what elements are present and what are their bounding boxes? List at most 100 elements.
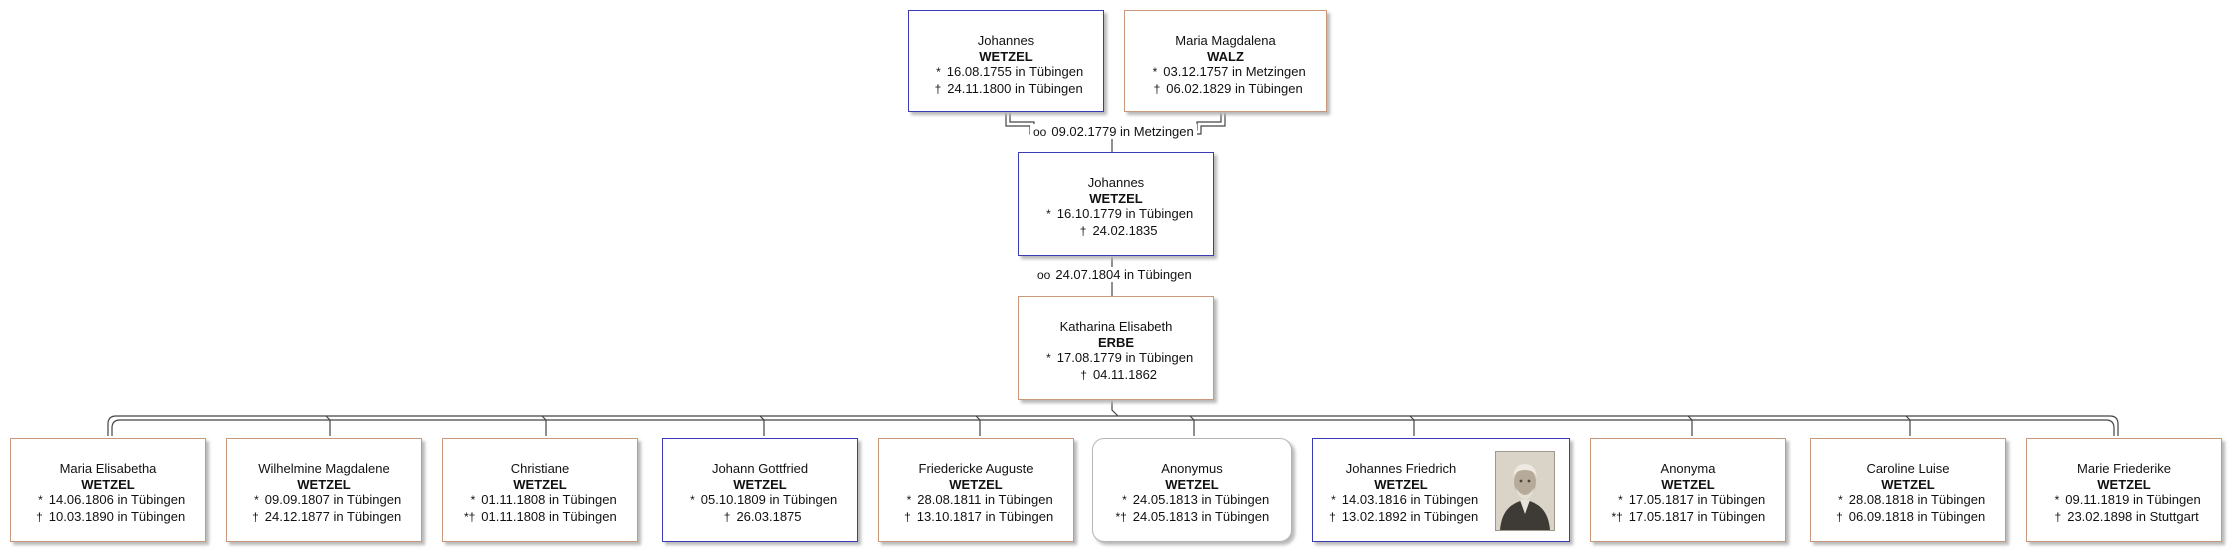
death-date: 17.05.1817 in Tübingen xyxy=(1628,508,1766,524)
death-icon: † xyxy=(1836,509,1843,524)
death-icon: † xyxy=(2054,509,2062,524)
death-icon: *† xyxy=(1115,509,1127,524)
death-date: 06.02.1829 in Tübingen xyxy=(1166,80,1303,96)
portrait-photo xyxy=(1495,451,1555,531)
death-icon: † xyxy=(904,509,911,524)
given-name: Maria Elisabetha xyxy=(59,461,157,476)
person-card-child[interactable]: Caroline Luise WETZEL *28.08.1818 in Tüb… xyxy=(1810,438,2006,542)
given-name: Christiane xyxy=(510,461,570,476)
birth-icon: * xyxy=(1331,493,1336,507)
birth-date: 17.08.1779 in Tübingen xyxy=(1056,350,1194,365)
birth-icon: * xyxy=(254,493,259,507)
given-name: Johannes Friedrich xyxy=(1345,461,1457,476)
child-drop-2 xyxy=(325,415,331,436)
birth-date: 14.06.1806 in Tübingen xyxy=(48,492,186,507)
death-icon: † xyxy=(1329,509,1336,524)
surname: WETZEL xyxy=(1661,476,1715,492)
death-icon: † xyxy=(1079,223,1087,238)
birth-icon: * xyxy=(1618,493,1623,507)
surname: WETZEL xyxy=(513,476,567,492)
birth-date: 16.08.1755 in Tübingen xyxy=(946,64,1084,79)
surname: WETZEL xyxy=(1089,190,1143,206)
birth-date: 28.08.1818 in Tübingen xyxy=(1848,492,1986,507)
person-card-mother[interactable]: Maria Magdalena WALZ *03.12.1757 in Metz… xyxy=(1124,10,1327,112)
child-drop-5 xyxy=(975,415,981,436)
birth-date: 24.05.1813 in Tübingen xyxy=(1132,492,1270,507)
child-drop-7 xyxy=(1409,415,1415,436)
death-date: 13.02.1892 in Tübingen xyxy=(1341,508,1479,524)
birth-date: 01.11.1808 in Tübingen xyxy=(481,492,617,507)
birth-icon: * xyxy=(1046,207,1051,221)
birth-date: 05.10.1809 in Tübingen xyxy=(700,492,838,507)
children-bus xyxy=(107,415,2119,436)
surname: WETZEL xyxy=(733,476,787,492)
birth-icon: * xyxy=(936,65,941,79)
focus-marriage-text: 24.07.1804 in Tübingen xyxy=(1055,267,1192,282)
child-drop-3 xyxy=(541,415,547,436)
given-name: Anonymus xyxy=(1161,461,1223,476)
person-card-child[interactable]: Maria Elisabetha WETZEL *14.06.1806 in T… xyxy=(10,438,206,542)
birth-icon: * xyxy=(38,493,43,507)
birth-icon: * xyxy=(1152,65,1158,79)
given-name: Wilhelmine Magdalene xyxy=(258,461,390,476)
child-drop-8 xyxy=(1687,415,1693,436)
given-name: Maria Magdalena xyxy=(1175,33,1276,48)
person-card-child[interactable]: Christiane WETZEL * 01.11.1808 in Tübinge… xyxy=(442,438,638,542)
birth-date: 17.05.1817 in Tübingen xyxy=(1628,492,1766,507)
given-name: Johann Gottfried xyxy=(711,461,809,476)
surname: WETZEL xyxy=(2097,476,2151,492)
surname: WETZEL xyxy=(979,48,1033,64)
death-date: 01.11.1808 in Tübingen xyxy=(481,508,617,524)
child-drop-4 xyxy=(759,415,765,436)
death-date: 24.02.1835 xyxy=(1092,222,1158,238)
birth-date: 16.10.1779 in Tübingen xyxy=(1056,206,1194,221)
death-icon: † xyxy=(252,509,259,524)
death-icon: † xyxy=(934,81,942,96)
surname: WETZEL xyxy=(1374,476,1428,492)
given-name: Katharina Elisabeth xyxy=(1059,319,1173,334)
birth-icon: * xyxy=(1122,493,1127,507)
surname: WETZEL xyxy=(1881,476,1935,492)
person-card-child[interactable]: Johann Gottfried WETZEL * 05.10.1809 in T… xyxy=(662,438,858,542)
children-trunk xyxy=(1111,398,1119,417)
given-name: Marie Friederike xyxy=(2077,461,2171,476)
birth-icon: * xyxy=(470,493,476,507)
death-date: 24.05.1813 in Tübingen xyxy=(1132,508,1270,524)
person-card-child[interactable]: Anonyma WETZEL *17.05.1817 in Tübingen *… xyxy=(1590,438,1786,542)
focus-marriage-label: oo 24.07.1804 in Tübingen xyxy=(1034,267,1195,282)
person-card-child[interactable]: Friedericke Auguste WETZEL *28.08.1811 i… xyxy=(878,438,1074,542)
person-card-child[interactable]: Marie Friederike WETZEL *09.11.1819 in T… xyxy=(2026,438,2222,542)
death-icon: † xyxy=(36,509,43,524)
surname: WALZ xyxy=(1207,48,1244,64)
death-icon: † xyxy=(1080,367,1087,382)
death-date: 24.11.1800 in Tübingen xyxy=(947,80,1083,96)
given-name: Friedericke Auguste xyxy=(918,461,1034,476)
marriage-rings-icon: oo xyxy=(1033,125,1047,139)
given-name: Johannes xyxy=(977,33,1035,48)
death-date: 06.09.1818 in Tübingen xyxy=(1848,508,1986,524)
death-date: 23.02.1898 in Stuttgart xyxy=(2067,508,2199,524)
person-card-child[interactable]: Wilhelmine Magdalene WETZEL *09.09.1807 … xyxy=(226,438,422,542)
person-card-spouse[interactable]: Katharina Elisabeth ERBE * 17.08.1779 in … xyxy=(1018,296,1214,400)
death-date: 10.03.1890 in Tübingen xyxy=(48,508,186,524)
person-card-focus[interactable]: Johannes WETZEL *16.10.1779 in Tübingen … xyxy=(1018,152,1214,256)
death-date: 26.03.1875 xyxy=(736,508,802,524)
death-icon: *† xyxy=(1611,509,1623,524)
birth-date: 09.11.1819 in Tübingen xyxy=(2065,492,2201,507)
child-drop-9 xyxy=(1905,415,1911,436)
surname: WETZEL xyxy=(949,476,1003,492)
person-card-child[interactable]: Anonymus WETZEL *24.05.1813 in Tübingen … xyxy=(1092,438,1292,542)
marriage-rings-icon: oo xyxy=(1037,268,1051,282)
birth-date: 28.08.1811 in Tübingen xyxy=(917,492,1053,507)
death-icon: *† xyxy=(463,509,476,524)
birth-icon: * xyxy=(1838,493,1843,507)
birth-icon: * xyxy=(1046,351,1051,365)
death-date: 24.12.1877 in Tübingen xyxy=(264,508,402,524)
surname: WETZEL xyxy=(297,476,351,492)
person-card-child[interactable]: Johannes Friedrich WETZEL *14.03.1816 in… xyxy=(1312,438,1570,542)
surname: ERBE xyxy=(1097,334,1135,350)
birth-icon: * xyxy=(690,493,695,507)
person-card-father[interactable]: Johannes WETZEL *16.08.1755 in Tübingen … xyxy=(908,10,1104,112)
